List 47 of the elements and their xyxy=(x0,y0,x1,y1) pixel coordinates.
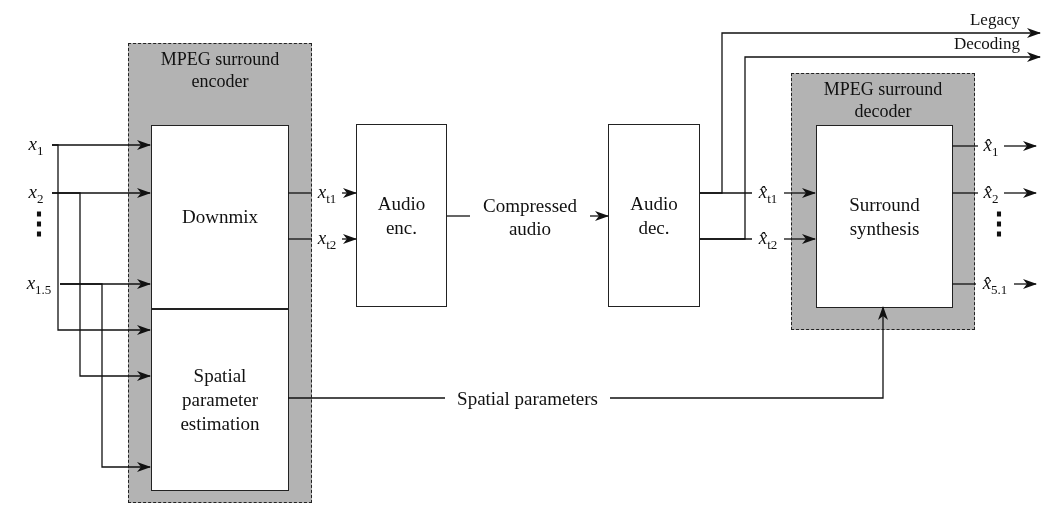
box-label: Audio dec. xyxy=(629,191,679,240)
connector-line xyxy=(446,215,471,217)
box-label: Surround synthesis xyxy=(848,192,921,241)
signal-label: x̂$_{2}$ xyxy=(978,181,1004,205)
dashed-group-panel xyxy=(128,43,312,503)
box-label: Spatial parameter estimation xyxy=(179,364,261,436)
process-box xyxy=(151,125,289,309)
arrow xyxy=(783,234,816,244)
signal-label: Spatial parameters xyxy=(445,386,610,410)
connector-line xyxy=(287,397,446,399)
group-title: MPEG surround encoder xyxy=(159,48,281,92)
dashed-group-panel xyxy=(791,73,975,330)
signal-label: x̂$_{t1}$ xyxy=(752,181,784,205)
process-box xyxy=(816,125,953,308)
arrow xyxy=(589,211,609,221)
arrow xyxy=(341,188,357,198)
arrow xyxy=(1003,188,1037,198)
arrow xyxy=(609,306,888,399)
arrow xyxy=(699,28,1041,194)
arrow xyxy=(59,283,151,472)
signal-label: x̂$_{5.1}$ xyxy=(976,272,1014,296)
process-box xyxy=(356,124,447,307)
signal-label: x$_{1.5}$ xyxy=(18,273,60,295)
arrow xyxy=(1013,279,1037,289)
signal-label: x$_{t1}$ xyxy=(312,181,342,205)
signal-label: x̂$_{1}$ xyxy=(978,134,1004,158)
arrow xyxy=(783,188,816,198)
connector-line xyxy=(287,238,313,240)
connector-line xyxy=(951,145,979,147)
connector-line xyxy=(951,192,979,194)
signal-label: Compressed audio xyxy=(470,194,590,240)
output-note: Legacy Decoding xyxy=(952,9,1020,55)
signal-label: x$_{2}$ xyxy=(20,182,52,204)
arrow xyxy=(699,52,1041,240)
arrow xyxy=(341,234,357,244)
box-label: Audio enc. xyxy=(376,191,427,240)
connector-line xyxy=(287,192,313,194)
process-box xyxy=(608,124,700,307)
arrow xyxy=(1003,141,1037,151)
process-box xyxy=(151,309,289,491)
arrow xyxy=(51,192,151,381)
box-label: Downmix xyxy=(182,205,258,229)
signal-label: x$_{t2}$ xyxy=(312,227,342,251)
arrow xyxy=(51,144,151,335)
signal-label: x̂$_{t2}$ xyxy=(752,227,784,251)
signal-label: x$_{1}$ xyxy=(20,134,52,156)
group-title: MPEG surround decoder xyxy=(822,78,944,122)
